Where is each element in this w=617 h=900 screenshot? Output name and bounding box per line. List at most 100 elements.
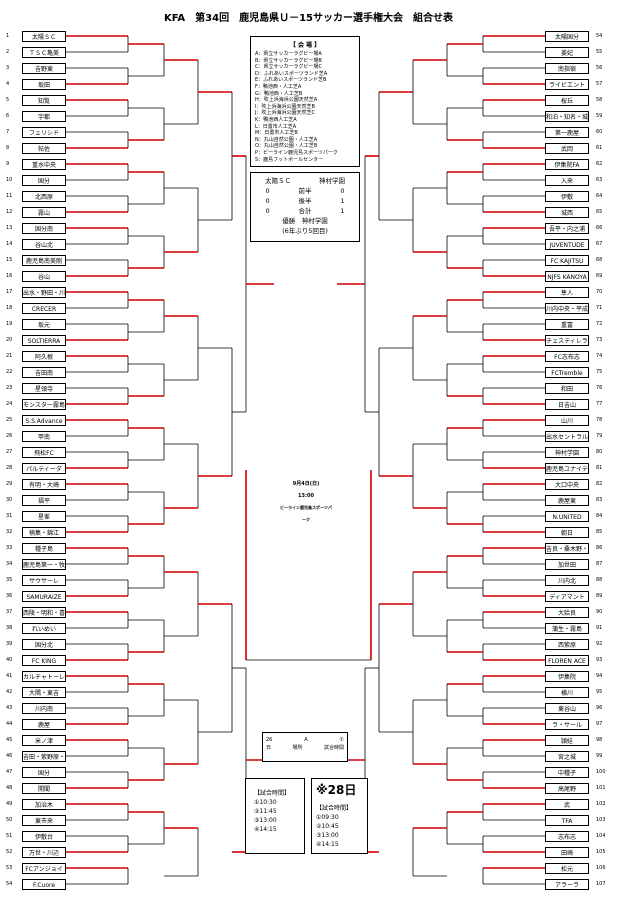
final-place: ビーライン鹿児島スポーツパーク xyxy=(280,505,332,522)
team-slot: 川内中央・平成 xyxy=(545,302,589,314)
team-slot: 志布志 xyxy=(545,830,589,842)
winner-label: 優勝 xyxy=(282,217,296,225)
team-slot: 吉田南 xyxy=(22,366,66,378)
team-slot: 吉田・紫野原・吉田原 xyxy=(22,750,66,762)
team-number: 41 xyxy=(6,673,13,679)
match-time: ②11:45 xyxy=(254,808,277,815)
team-slot: 万世・川辺 xyxy=(22,846,66,858)
score: 0 xyxy=(340,187,345,195)
team-number: 49 xyxy=(6,801,13,807)
team-number: 59 xyxy=(596,113,603,119)
team-number: 90 xyxy=(596,609,603,615)
team-slot: 阿久根 xyxy=(22,350,66,362)
team-number: 86 xyxy=(596,545,603,551)
team-slot: モンスター霧島 xyxy=(22,398,66,410)
team-number: 105 xyxy=(596,849,606,855)
team-number: 53 xyxy=(6,865,13,871)
team-slot: 宮之城 xyxy=(545,750,589,762)
legend-place-label: 場所 xyxy=(292,745,303,751)
team-slot: 和泊・知名・城ケ丘 xyxy=(545,110,589,122)
team-slot: 坂元 xyxy=(22,318,66,330)
team-slot: ディアマント xyxy=(545,590,589,602)
team-number: 55 xyxy=(596,49,603,55)
team-number: 92 xyxy=(596,641,603,647)
team-number: 54 xyxy=(596,33,603,39)
team-number: 82 xyxy=(596,481,603,487)
team-slot: CRECER xyxy=(22,302,66,314)
team-slot: 武岡 xyxy=(545,142,589,154)
team-number: 104 xyxy=(596,833,606,839)
team-number: 43 xyxy=(6,705,13,711)
team-slot: 谷山北 xyxy=(22,238,66,250)
team-number: 33 xyxy=(6,545,13,551)
score: 0 xyxy=(265,187,270,195)
team-slot: SOLTIERRA xyxy=(22,334,66,346)
team-number: 9 xyxy=(6,161,10,167)
match-time: ②10:45 xyxy=(316,823,339,830)
team-slot: 和田 xyxy=(545,382,589,394)
team-slot: 蒲生・霧島 xyxy=(545,622,589,634)
team-number: 22 xyxy=(6,369,13,375)
team-number: 51 xyxy=(6,833,13,839)
team-number: 10 xyxy=(6,177,13,183)
team-number: 4 xyxy=(6,81,10,87)
team-slot: 第一鹿屋 xyxy=(545,126,589,138)
team-slot: S.S.Advance xyxy=(22,414,66,426)
team-number: 8 xyxy=(6,145,10,151)
team-slot: F.Cuore xyxy=(22,878,66,890)
match-time: ①10:30 xyxy=(254,799,277,806)
final-match-info: 9月4日(日) 13:00 ビーライン鹿児島スポーツパーク xyxy=(280,478,332,526)
team-number: 88 xyxy=(596,577,603,583)
team-number: 19 xyxy=(6,321,13,327)
score-label: 後半 xyxy=(298,197,312,205)
team-slot: FC KAJITSU xyxy=(545,254,589,266)
team-slot: 頴娃 xyxy=(545,734,589,746)
team-number: 37 xyxy=(6,609,13,615)
team-slot: 北西原 xyxy=(22,190,66,202)
team-slot: 飛松FC xyxy=(22,446,66,458)
team-slot: 甲南 xyxy=(22,430,66,442)
team-slot: 東谷山 xyxy=(545,702,589,714)
team-number: 80 xyxy=(596,449,603,455)
match-time: ③13:00 xyxy=(254,817,277,824)
venue-item: F：鴨池西・人工芝A xyxy=(255,83,302,90)
team-slot: 帖佐 xyxy=(22,142,66,154)
team-slot: 吉良・桑木野・吉野 新田 xyxy=(545,542,589,554)
team-slot: 出水セントラル xyxy=(545,430,589,442)
team-number: 67 xyxy=(596,241,603,247)
team-number: 74 xyxy=(596,353,603,359)
team-slot: パルティーダ xyxy=(22,462,66,474)
team-number: 64 xyxy=(596,193,603,199)
score: 0 xyxy=(265,197,270,205)
venue-item: H：吹上浜海浜公園天然芝A xyxy=(255,97,318,104)
team-slot: 坂田 xyxy=(22,78,66,90)
team-number: 47 xyxy=(6,769,13,775)
team-slot: FC KING xyxy=(22,654,66,666)
venue-item: J：吹上浜海浜公園天然芝C xyxy=(255,110,315,117)
venue-item: N：丸山自然公園・人工芝A xyxy=(255,136,318,143)
team-slot: 吾平・内之浦 xyxy=(545,222,589,234)
score: 1 xyxy=(340,207,345,215)
team-number: 107 xyxy=(596,881,606,887)
team-number: 29 xyxy=(6,481,13,487)
team-number: 106 xyxy=(596,865,606,871)
team-slot: 川内北 xyxy=(545,574,589,586)
team-slot: FLOREN ACE xyxy=(545,654,589,666)
team-slot: 伊集院FA xyxy=(545,158,589,170)
team-slot: JUVENTUDE xyxy=(545,238,589,250)
team-number: 21 xyxy=(6,353,13,359)
team-number: 40 xyxy=(6,657,13,663)
team-number: 26 xyxy=(6,433,13,439)
team-number: 34 xyxy=(6,561,13,567)
venue-item: K：鴨池西人工芝A xyxy=(255,116,297,123)
legend-day: 26 xyxy=(266,737,273,743)
team-number: 75 xyxy=(596,369,603,375)
team-slot: 入来 xyxy=(545,174,589,186)
team-number: 72 xyxy=(596,321,603,327)
team-slot: 鹿屋 xyxy=(22,718,66,730)
team-slot: 大口中央 xyxy=(545,478,589,490)
